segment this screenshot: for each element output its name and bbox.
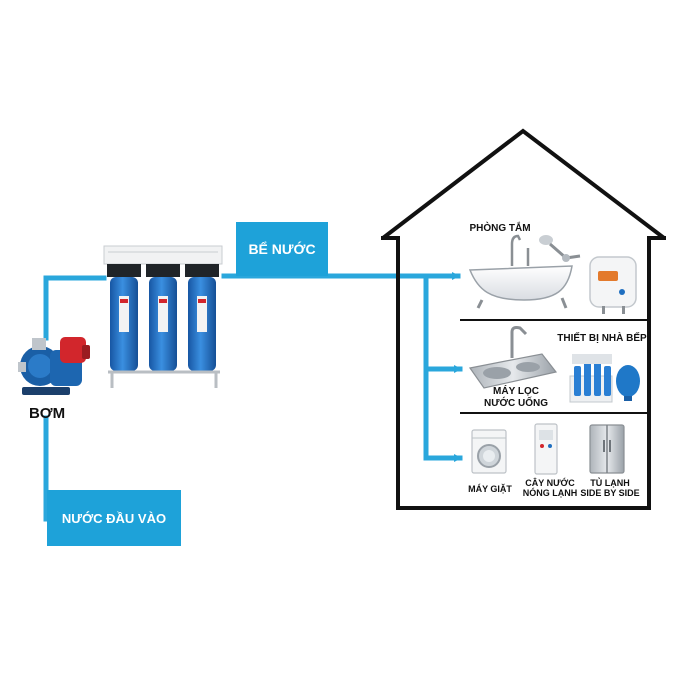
bathroom-label: PHÒNG TẮM [469,223,531,234]
water-dispenser-line1: CÂY NƯỚC [525,478,575,488]
pump-icon [18,337,90,395]
water-purifier-line2: NƯỚC UỐNG [483,397,549,409]
water-purifier-label: MÁY LỌC NƯỚC UỐNG [476,386,556,409]
fridge-label: TỦ LẠNH SIDE BY SIDE [578,478,642,499]
fridge-line2: SIDE BY SIDE [580,488,640,499]
water-input-text: NƯỚC ĐẦU VÀO [61,510,167,526]
kitchen-sink-icon [468,326,558,389]
water-purifier-line1: MÁY LỌC [493,386,539,397]
bathtub-icon [468,234,573,309]
filter-cartridge-1 [107,264,141,371]
pipe-pump-to-filter [43,275,107,341]
side-by-side-fridge-icon [589,424,625,474]
washing-machine-label: MÁY GIẶT [468,484,512,494]
pump-label: BƠM [28,405,66,422]
water-tank-text: BỂ NƯỚC [248,241,316,257]
filter-housing-icon [103,245,223,388]
house-floor-dividers [460,319,649,414]
kitchen-device-label: THIẾT BỊ NHÀ BẾP [557,333,647,344]
water-dispenser-line2: NÓNG LẠNH [522,488,578,499]
water-purifier-icon [569,354,640,403]
water-heater-icon [589,256,637,314]
filter-cartridge-3 [185,264,219,371]
filter-cartridge-2 [146,264,180,371]
water-tank-label: BỂ NƯỚC [236,222,328,276]
water-input-label: NƯỚC ĐẦU VÀO [47,490,181,546]
shower-faucet-icon [539,235,581,262]
washing-machine-icon [471,429,507,474]
water-dispenser-label: CÂY NƯỚC NÓNG LẠNH [520,478,580,499]
pipe-network [43,272,463,522]
water-dispenser-icon [534,423,558,475]
house-outline [381,128,666,510]
fridge-line1: TỦ LẠNH [590,478,630,488]
